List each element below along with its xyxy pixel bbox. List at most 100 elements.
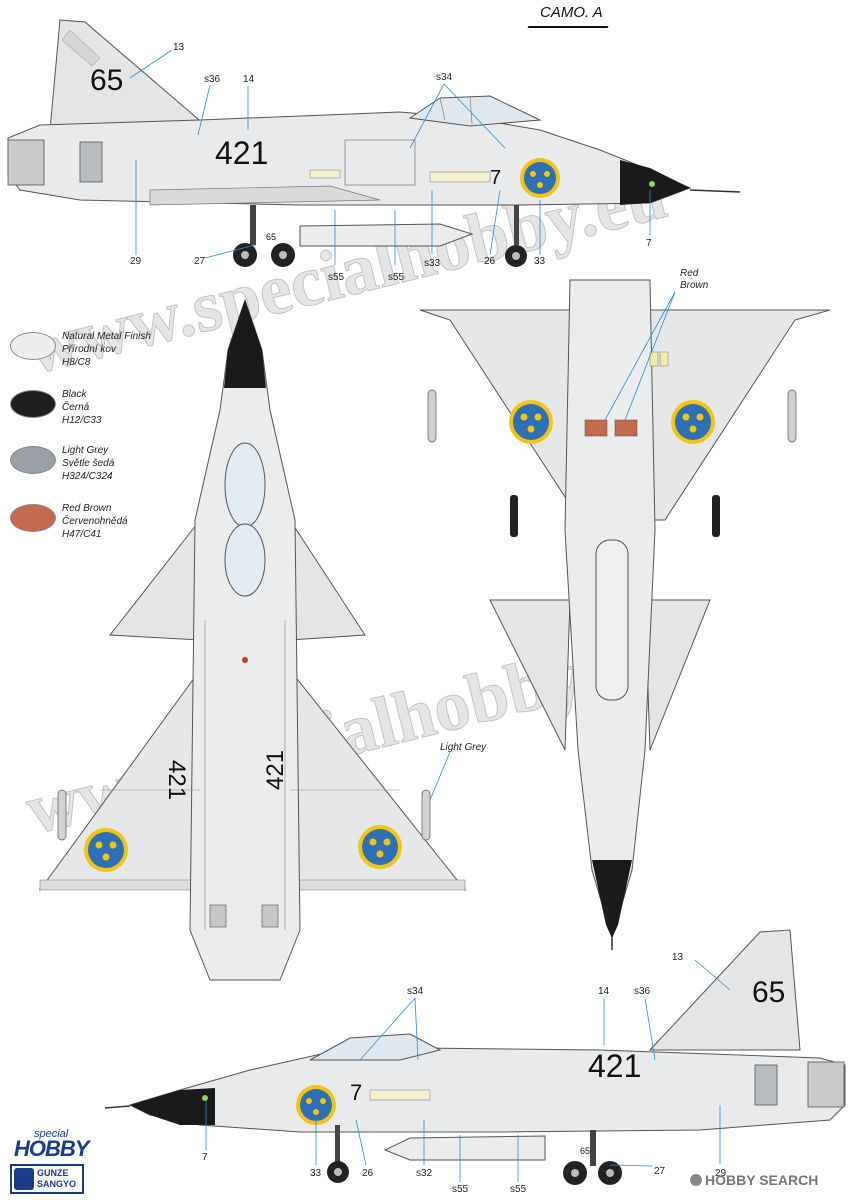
red-brown-panel-left	[584, 419, 608, 437]
gear-code-top: 65	[266, 232, 277, 242]
exhaust-ring	[79, 141, 103, 183]
callout-bottom-26: 26	[362, 1168, 374, 1179]
nose-gear-strut	[514, 205, 519, 245]
red-brown-panel-right	[614, 419, 638, 437]
nose-cone	[620, 160, 690, 205]
callout-top-27: 27	[194, 256, 206, 267]
gunze-sangyo-logo: GUNZE SANGYO	[10, 1164, 84, 1194]
callout-bottom-7: 7	[202, 1152, 208, 1163]
callout-red-brown: Red Brown	[680, 268, 709, 291]
callout-top-33: 33	[534, 256, 546, 267]
plan-code-right: 421	[262, 749, 289, 790]
callout-top-14: 14	[243, 74, 255, 85]
missile-right	[421, 789, 431, 841]
intake-panel	[344, 139, 416, 186]
pitot-tube	[689, 189, 741, 193]
callout-top-13: 13	[173, 42, 185, 53]
callout-top-29: 29	[130, 256, 142, 267]
underside-wheel-right	[712, 495, 720, 537]
special-hobby-logo: special HOBBY	[8, 1128, 90, 1161]
wing-root	[149, 185, 381, 206]
underside-drop-tank	[595, 539, 629, 701]
gunze-text-1: GUNZE	[37, 1168, 69, 1178]
swatch-red-brown	[10, 504, 56, 532]
underside-canard-left	[489, 599, 571, 751]
bottom-tail-fin	[648, 929, 801, 1051]
legend-3-line-0: Red Brown	[62, 503, 112, 514]
legend-1-line-0: Black	[62, 389, 87, 400]
callout-bottom-s32: s32	[416, 1168, 433, 1179]
gunze-text-2: SANGYO	[37, 1179, 77, 1189]
tail-fin-panel	[61, 29, 101, 67]
legend-0-line-2: H8/C8	[62, 357, 91, 368]
underside-nose	[592, 860, 632, 938]
legend-0-line-1: Přírodní kov	[62, 344, 116, 355]
drop-tank	[299, 223, 474, 247]
bottom-canopy	[309, 1033, 442, 1061]
legend-red-brown: Red Brown Červenohnědá H47/C41	[10, 502, 180, 542]
hobby-search-watermark: HOBBY SEARCH	[690, 1172, 818, 1188]
callout-top-s55a: s55	[328, 272, 345, 283]
tail-code-bottom: 65	[752, 976, 786, 1009]
hobby-search-text: HOBBY SEARCH	[705, 1172, 819, 1188]
plan-canopy-front	[224, 442, 266, 528]
legend-2-line-1: Světle šedá	[62, 458, 115, 469]
swatch-black	[10, 390, 56, 418]
hobby-search-icon	[690, 1174, 702, 1186]
logo-hobby-text: HOBBY	[14, 1136, 89, 1161]
callout-bottom-14: 14	[598, 986, 610, 997]
bottom-fuselage	[128, 1047, 846, 1133]
callout-bottom-s34: s34	[407, 986, 424, 997]
nose-code-bottom: 7	[350, 1080, 363, 1105]
callout-light-grey: Light Grey	[440, 742, 487, 753]
exhaust	[7, 139, 45, 186]
canopy-frames	[439, 95, 473, 125]
side-code-top: 421	[215, 135, 269, 171]
side-view-bottom	[104, 929, 846, 1185]
callout-bottom-s36: s36	[634, 986, 651, 997]
legend-natural-metal: Natural Metal Finish Přírodní kov H8/C8	[10, 330, 180, 370]
legend-light-grey: Light Grey Světle šedá H324/C324	[10, 444, 180, 484]
legend-2-line-2: H324/C324	[62, 471, 113, 482]
callout-top-s55b: s55	[388, 272, 405, 283]
callout-top-s36: s36	[204, 74, 221, 85]
intake-vents	[429, 171, 491, 183]
nose-code-top: 7	[490, 167, 502, 189]
roundel-bottom-side	[296, 1085, 336, 1125]
gear-code-bottom: 65	[580, 1146, 591, 1156]
roundel-underside-left	[509, 400, 553, 444]
legend-2-line-0: Light Grey	[62, 445, 109, 456]
main-gear-strut	[250, 205, 256, 245]
callout-top-7: 7	[646, 238, 652, 249]
callout-top-s34: s34	[436, 72, 453, 83]
roundel-plan-right	[358, 825, 402, 869]
side-code-bottom: 421	[588, 1048, 642, 1084]
plan-fuselage	[189, 298, 301, 981]
roundel-plan-left	[84, 828, 128, 872]
callout-bottom-33: 33	[310, 1168, 322, 1179]
plan-nose	[224, 300, 266, 388]
canard-left	[109, 518, 201, 641]
swatch-natural-metal	[10, 332, 56, 360]
callout-bottom-27: 27	[654, 1166, 666, 1177]
camo-title: CAMO. A	[540, 4, 603, 21]
swatch-light-grey	[10, 446, 56, 474]
bottom-drop-tank	[383, 1135, 546, 1161]
callout-top-26: 26	[484, 256, 496, 267]
callout-bottom-13: 13	[672, 952, 684, 963]
leader-lines-top	[129, 49, 651, 265]
legend-3-line-1: Červenohnědá	[62, 516, 128, 527]
underside-wheel-left	[510, 495, 518, 537]
plan-canopy-rear	[224, 523, 266, 597]
logo-special-text: special	[34, 1128, 69, 1140]
callout-top-s33: s33	[424, 258, 441, 269]
underside-canard-right	[644, 599, 711, 751]
side-vents	[309, 169, 341, 179]
plan-view-underside	[419, 279, 831, 950]
legend-3-line-2: H47/C41	[62, 529, 102, 540]
roundel-underside-right	[671, 400, 715, 444]
legend-black: Black Černá H12/C33	[10, 388, 180, 428]
legend-1-line-1: Černá	[62, 402, 90, 413]
missile-left	[57, 789, 67, 841]
side-view-top	[7, 19, 741, 267]
